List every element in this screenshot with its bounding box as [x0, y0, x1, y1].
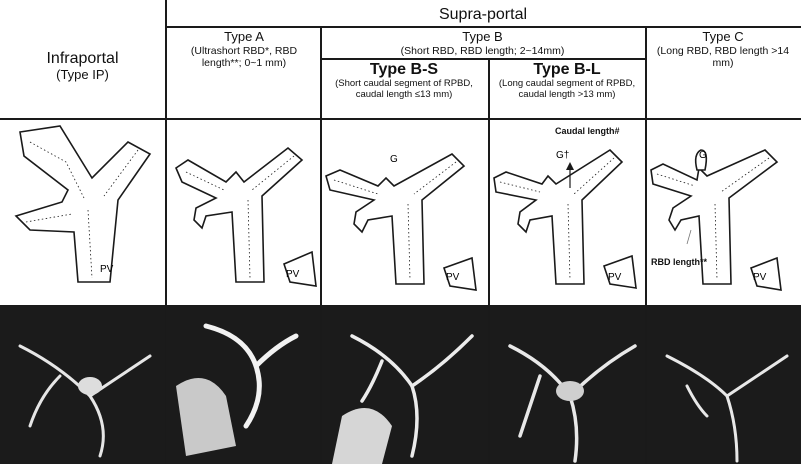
- infraportal-subtitle: (Type IP): [0, 68, 165, 83]
- diagram-type-a: PV: [166, 120, 320, 304]
- type-b-title: Type B: [320, 30, 645, 45]
- type-a-title: Type A: [175, 30, 313, 45]
- type-b-desc: (Short RBD, RBD length; 2~14mm): [320, 45, 645, 57]
- grid-line: [320, 58, 645, 60]
- mrcp-image-type-c: [647, 306, 801, 464]
- type-bl-heading: Type B-L (Long caudal segment of RPBD, c…: [494, 61, 640, 101]
- pv-label: PV: [753, 272, 767, 283]
- pv-label: PV: [608, 272, 622, 283]
- mrcp-image-type-a: [166, 306, 320, 464]
- type-b-heading: Type B (Short RBD, RBD length; 2~14mm): [320, 30, 645, 57]
- type-bs-title: Type B-S: [326, 61, 482, 79]
- type-c-desc: (Long RBD, RBD length >14 mm): [650, 45, 796, 69]
- mrcp-image-type-bs: [322, 306, 488, 464]
- grid-line: [165, 26, 801, 28]
- type-bl-title: Type B-L: [494, 61, 640, 79]
- supra-portal-heading: Supra-portal: [165, 6, 801, 24]
- pv-label: PV: [286, 269, 300, 280]
- infraportal-title: Infraportal: [0, 50, 165, 68]
- type-bs-heading: Type B-S (Short caudal segment of RPBD, …: [326, 61, 482, 101]
- type-bl-desc: (Long caudal segment of RPBD, caudal len…: [494, 79, 640, 101]
- g-label: G: [390, 154, 398, 165]
- caudal-length-label: Caudal length#: [555, 126, 620, 136]
- mrcp-image-infraportal: [0, 306, 165, 464]
- infraportal-heading: Infraportal (Type IP): [0, 50, 165, 83]
- g-dagger-label: G†: [556, 150, 569, 161]
- diagram-type-c: G PV: [647, 120, 801, 304]
- diagram-infraportal: PV: [0, 120, 165, 304]
- diagram-type-bs: G PV: [322, 120, 488, 304]
- diagram-type-bl: G† PV: [490, 120, 645, 304]
- arrow-head-icon: [566, 162, 574, 170]
- pv-label: PV: [100, 264, 114, 275]
- type-c-title: Type C: [650, 30, 796, 45]
- g-label: G: [699, 150, 707, 161]
- type-bs-desc: (Short caudal segment of RPBD, caudal le…: [326, 79, 482, 101]
- type-a-desc: (Ultrashort RBD*, RBD length**; 0~1 mm): [175, 45, 313, 69]
- type-c-heading: Type C (Long RBD, RBD length >14 mm): [650, 30, 796, 69]
- rbd-length-label: RBD length**: [651, 257, 707, 267]
- pv-label: PV: [446, 272, 460, 283]
- mrcp-image-type-bl: [490, 306, 645, 464]
- type-a-heading: Type A (Ultrashort RBD*, RBD length**; 0…: [175, 30, 313, 69]
